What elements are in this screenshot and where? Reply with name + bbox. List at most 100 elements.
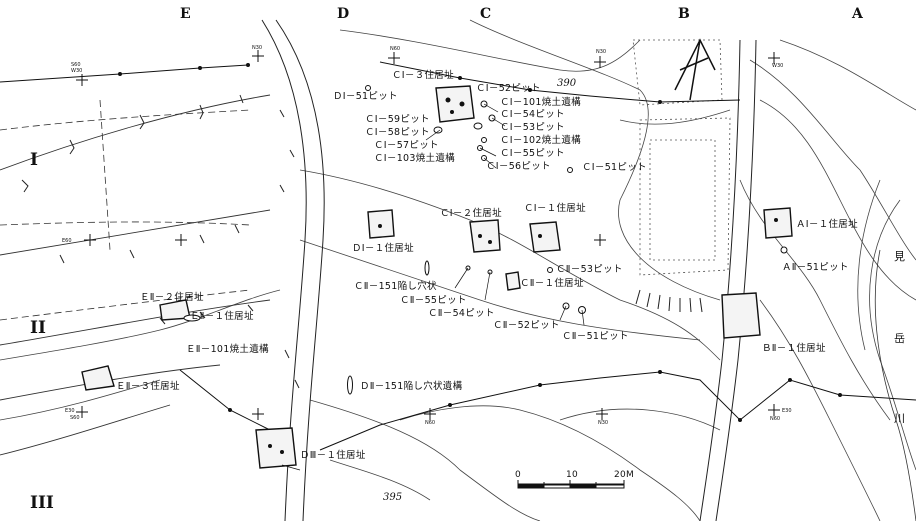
contour-line [309, 399, 541, 521]
grid-column-e: E [180, 6, 191, 22]
scale-bar [517, 480, 625, 489]
post-hole [280, 450, 284, 454]
pit [424, 260, 430, 276]
leader-line [483, 157, 497, 169]
slope-hatch [69, 139, 75, 155]
survey-station [528, 88, 532, 92]
feature-label: ＡⅡ－51ピット [782, 262, 849, 273]
survey-station [448, 403, 452, 407]
terrace-line [0, 404, 171, 456]
feature-label: ＣⅡ－51ピット [562, 331, 629, 342]
slope-hatch [689, 297, 692, 313]
pit [473, 122, 483, 130]
feature-label: ＥⅡ－１住居址 [190, 311, 254, 322]
grid-cross [768, 52, 780, 64]
house-pit-c1-1 [529, 221, 561, 253]
grid-cross [424, 408, 436, 420]
grid-cross [252, 408, 264, 420]
leader-line [454, 267, 469, 289]
slope-hatch [279, 109, 285, 118]
survey-station [458, 76, 462, 80]
terrace-line [0, 221, 251, 226]
survey-station [538, 383, 542, 387]
survey-station [788, 378, 792, 382]
terrace-line [0, 289, 251, 321]
slope-hatch [59, 254, 65, 264]
post-hole [488, 240, 492, 244]
contour-line [749, 59, 916, 261]
feature-label: ＡⅠ－１住居址 [796, 219, 858, 230]
post-hole [378, 224, 382, 228]
slope-hatch [247, 304, 254, 312]
road-edge [275, 19, 325, 521]
contour-line [857, 179, 881, 351]
feature-label: ＥⅡ－２住居址 [140, 292, 204, 303]
feature-label: ＣⅠ－１住居址 [524, 203, 586, 214]
pit [347, 375, 353, 395]
feature-label: ＣⅠ－103焼土遺構 [374, 153, 455, 164]
slope-hatch [234, 224, 240, 234]
grid-cross [84, 234, 96, 246]
slope-hatch [279, 184, 285, 193]
grid-tag: W30 [772, 63, 784, 69]
slope-hatch [668, 296, 671, 312]
terrace-line [0, 299, 271, 346]
grid-row-3: III [30, 493, 54, 513]
grid-cross [594, 56, 606, 68]
pit [547, 267, 553, 273]
survey-station [246, 63, 250, 67]
grid-cross [768, 404, 780, 416]
contour-line [329, 459, 431, 501]
house-pit-c1-2 [469, 219, 501, 253]
contour-line [759, 299, 881, 521]
grid-cross [594, 234, 606, 246]
contour-label: 395 [382, 492, 404, 503]
enclosure-outline [639, 117, 731, 276]
feature-label: ＣⅡ－55ピット [400, 295, 467, 306]
post-hole [445, 97, 451, 103]
house-pit-d3-1 [255, 427, 297, 469]
house-pit-c1-3 [435, 85, 475, 123]
enclosure-outline [632, 39, 723, 106]
feature-label: ＣⅠ－54ピット [500, 109, 565, 120]
leader-line [484, 271, 491, 301]
house-pit-c2-1 [505, 271, 521, 291]
leader-line [281, 464, 301, 471]
feature-label: ＣⅠ－56ピット [486, 161, 551, 172]
slope-hatch [289, 149, 295, 158]
feature-label: ＣⅡ－54ピット [428, 308, 495, 319]
grid-tag: S60 [70, 415, 80, 421]
contour-line [0, 289, 281, 361]
leader-line [483, 103, 499, 113]
house-pit-d1-1 [367, 209, 395, 239]
pit [481, 137, 487, 143]
feature-label: ＣⅠ－55ピット [500, 148, 565, 159]
survey-line [379, 61, 741, 103]
contour-line [469, 19, 721, 301]
slope-hatch [646, 292, 651, 308]
terrace-line [0, 209, 271, 256]
post-hole [268, 444, 272, 448]
grid-tag: N60 [390, 46, 401, 52]
feature-label: ＣⅠ－53ピット [500, 122, 565, 133]
feature-label: ＤⅠ－１住居址 [352, 243, 414, 254]
grid-tag: N60 [425, 420, 436, 426]
slope-hatch [139, 114, 145, 130]
feature-label: ＣⅡ－53ピット [556, 264, 623, 275]
grid-cross [175, 234, 187, 246]
contour-line [0, 379, 161, 421]
scale-label: 10 [566, 470, 579, 480]
grid-column-c: C [480, 6, 492, 22]
scale-label: 0 [515, 470, 522, 480]
terrace-line [0, 94, 271, 171]
slope-hatch [199, 104, 204, 120]
survey-station [228, 408, 232, 412]
feature-label: ＣⅠ－３住居址 [392, 70, 454, 81]
feature-label: ＢⅡ－１住居址 [762, 343, 826, 354]
feature-label: ＥⅡ－３住居址 [116, 381, 180, 392]
feature-label: ＤⅢ－１住居址 [300, 450, 366, 461]
grid-row-1: I [30, 150, 38, 170]
contour-line [399, 405, 701, 521]
grid-cross [252, 50, 264, 62]
